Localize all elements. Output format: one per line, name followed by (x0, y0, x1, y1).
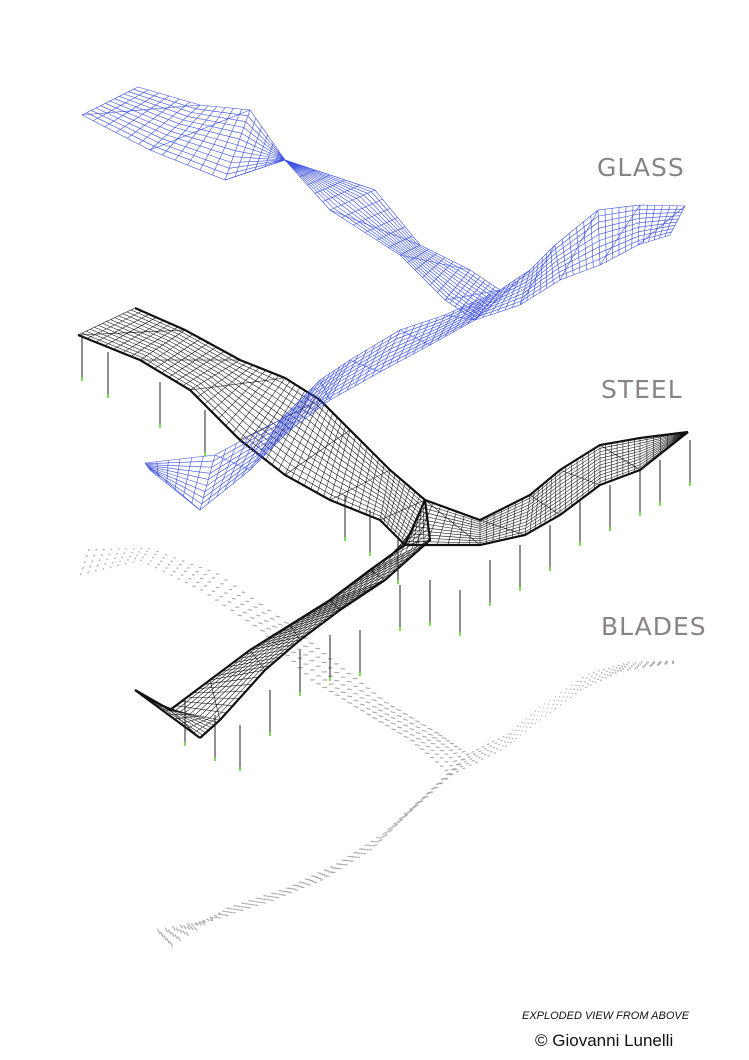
steel-layer (77, 306, 691, 771)
glass-layer (81, 86, 686, 511)
steel-layer-label: STEEL (601, 375, 683, 404)
view-caption: EXPLODED VIEW FROM ABOVE (522, 1010, 690, 1022)
blades-layer-label: BLADES (601, 612, 707, 641)
glass-layer-label: GLASS (597, 153, 685, 182)
blades-layer (79, 547, 675, 948)
copyright-credit: © Giovanni Lunelli (535, 1031, 674, 1050)
